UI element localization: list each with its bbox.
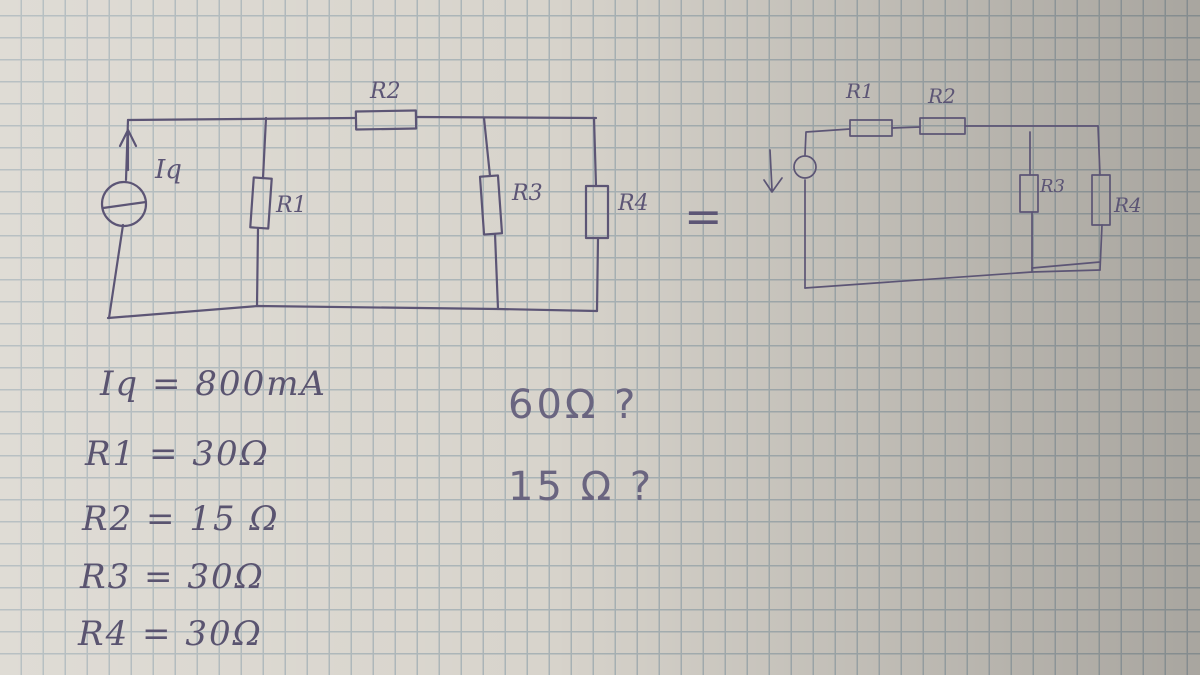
right-current-source-symbol	[763, 149, 817, 193]
left-circuit: Iq R1 R2 R3 R4	[100, 79, 649, 320]
right-r1-label: R1	[845, 79, 874, 103]
right-circuit: R1 R2 R3 R4	[763, 79, 1142, 289]
given-r4: R4 = 30Ω	[77, 614, 263, 654]
right-top-wire	[804, 125, 1099, 156]
left-bottom-wire	[106, 304, 599, 320]
given-values-list: Iq = 800mA R1 = 30Ω R2 = 15 Ω R3 = 30Ω R…	[77, 364, 327, 654]
left-source-branch	[107, 118, 130, 320]
right-r3-branch	[1029, 131, 1033, 273]
note-60-ohm: 60Ω ?	[508, 382, 638, 428]
r3-label: R3	[511, 181, 543, 206]
equals-sign: =	[684, 189, 723, 243]
right-r4-label: R4	[1113, 193, 1142, 217]
source-label: Iq	[154, 155, 182, 185]
left-r3-branch	[482, 116, 500, 311]
right-bottom-wire	[804, 269, 1101, 289]
r1-label: R1	[275, 193, 307, 218]
right-resistor-r2	[919, 117, 966, 135]
left-r4-branch	[592, 116, 600, 313]
right-r2-label: R2	[927, 84, 956, 108]
right-r3-label: R3	[1039, 176, 1065, 197]
right-resistor-r3	[1019, 174, 1039, 213]
r4-label: R4	[617, 191, 649, 216]
resistor-r2	[354, 109, 418, 131]
given-r2: R2 = 15 Ω	[81, 499, 280, 539]
note-15-ohm: 15 Ω ?	[508, 464, 654, 510]
right-resistor-r4	[1091, 174, 1111, 226]
right-resistor-r1	[849, 119, 893, 137]
given-iq: Iq = 800mA	[99, 364, 327, 404]
resistor-r1	[249, 176, 273, 230]
resistor-r4	[584, 184, 610, 240]
notes: 60Ω ? 15 Ω ?	[508, 382, 654, 510]
right-r4-branch	[1031, 125, 1103, 271]
left-top-wire	[126, 115, 598, 122]
given-r1: R1 = 30Ω	[84, 434, 270, 474]
current-source-symbol	[100, 128, 148, 228]
r2-label: R2	[369, 79, 401, 104]
left-r1-branch	[255, 116, 268, 308]
resistor-r3	[478, 174, 504, 236]
given-r3: R3 = 30Ω	[79, 557, 265, 597]
